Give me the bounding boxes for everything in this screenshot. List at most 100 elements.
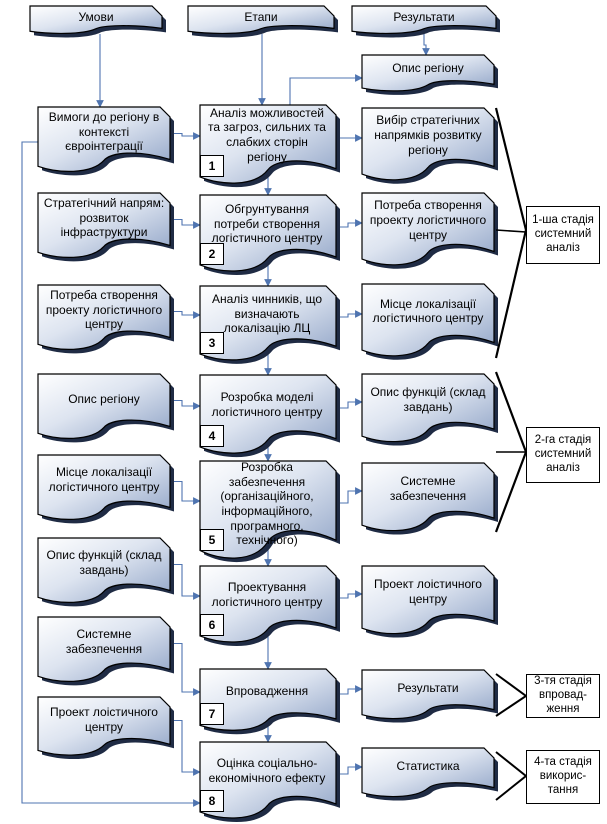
header-stages-shape	[187, 5, 335, 35]
condition-label: Проект лоістичного центру	[50, 704, 158, 734]
result-box-5-shape	[361, 462, 495, 532]
phase-label: 2-га стадія системний аналіз	[534, 434, 592, 474]
stage-box-4: Розробка моделі логістичного центру	[206, 377, 328, 433]
result-box-0-shape	[361, 54, 495, 92]
bracket-phase-1-mid	[495, 229, 527, 233]
stage-label: Розробка моделі логістичного центру	[211, 390, 323, 419]
stage-box-6: Проектування логістичного центру	[206, 568, 328, 622]
arrow-cond-stage-0	[170, 132, 201, 140]
phase-box-3: 3-тя стадія впровад-ження	[526, 674, 600, 718]
condition-box-2-shape	[37, 284, 171, 350]
stage-number-badge: 5	[200, 529, 224, 551]
stage-box-1-shape	[199, 194, 337, 272]
stage-box-3: Аналіз чинників, що визначають локалізац…	[206, 288, 328, 340]
stage-number-badge: 2	[200, 243, 224, 265]
result-box-results: Результати	[366, 670, 490, 707]
header-results: Результати	[356, 6, 492, 28]
phase-label: 4-та стадія викорис-тання	[534, 756, 592, 796]
stage-number-badge: 8	[200, 790, 224, 812]
condition-box-need-project: Потреба створення проекту логістичного ц…	[42, 285, 166, 335]
result-box-1-shape	[361, 107, 495, 181]
condition-box-strategic-direction: Стратегічний напрям: розвиток інфраструк…	[42, 193, 166, 243]
stage-number-badge: 3	[200, 332, 224, 354]
stage-box-2-shape	[199, 285, 337, 361]
header-conditions: Умови	[34, 6, 158, 28]
stage-label: Проектування логістичного центру	[211, 580, 323, 609]
bracket-phase-1	[494, 107, 528, 359]
phase-box-1: 1-ша стадія системний аналіз	[526, 206, 600, 264]
bracket-phase-3	[495, 673, 528, 717]
condition-box-region-description: Опис регіону	[42, 374, 166, 424]
arrow-stage-result-4	[336, 487, 363, 504]
stage-number-badge: 1	[200, 155, 224, 177]
stage-label: Аналіз чинників, що визначають локалізац…	[211, 292, 323, 336]
stage-label: Обгрунтування потреби створення логістич…	[211, 202, 323, 246]
result-label: Місце локалізації логістичного центру	[372, 296, 484, 326]
result-label: Вибір стратегічних напрямків розвитку ре…	[374, 113, 482, 157]
result-box-need-project: Потреба створення проекту логістичного ц…	[366, 193, 490, 247]
stage-box-0-shape	[199, 104, 337, 184]
feedback-loop	[21, 141, 201, 807]
result-box-2-shape	[361, 192, 495, 266]
arrow-cond-stage-7	[170, 719, 201, 776]
condition-box-0-shape	[37, 106, 171, 172]
result-box-statistics: Статистика	[366, 748, 490, 785]
condition-box-center-project: Проект лоістичного центру	[42, 697, 166, 742]
result-box-center-project: Проект лоістичного центру	[366, 566, 490, 617]
stage-box-5: Розробка забезпечення (організаційного, …	[206, 460, 328, 548]
result-box-8-shape	[361, 747, 495, 798]
condition-label: Вимоги до регіону в контексті євроінтегр…	[48, 110, 160, 154]
header-results-label: Результати	[393, 9, 455, 24]
result-box-location: Місце локалізації логістичного центру	[366, 284, 490, 338]
phase-box-2: 2-га стадія системний аналіз	[526, 427, 600, 483]
stage-box-6-shape	[199, 668, 337, 731]
condition-label: Потреба створення проекту логістичного ц…	[45, 288, 163, 332]
result-label: Потреба створення проекту логістичного ц…	[369, 198, 487, 242]
result-box-system-support: Системне забезпечення	[366, 463, 490, 514]
arrow-stage-result-7	[336, 763, 363, 775]
box-shapes	[29, 5, 500, 823]
arrow-cond-stage-2	[170, 310, 201, 319]
stage-label: Оцінка соціально-економічного ефекту	[208, 756, 326, 785]
stage-box-4-shape	[199, 460, 337, 559]
stage-box-7: Впровадження	[206, 671, 328, 711]
result-box-strategic-choice: Вибір стратегічних напрямків розвитку ре…	[366, 108, 490, 162]
stage-label: Впровадження	[225, 683, 309, 698]
result-label: Системне забезпечення	[389, 473, 467, 503]
stage-label: Аналіз можливостей та загроз, сильних та…	[208, 105, 326, 164]
result-box-6-shape	[361, 565, 495, 635]
header-conditions-label: Умови	[78, 9, 114, 24]
header-conditions-shape	[29, 5, 163, 35]
condition-box-1-shape	[37, 192, 171, 258]
arrow-cond-stage-5	[170, 563, 201, 600]
condition-box-system-support: Системне забезпечення	[42, 617, 166, 667]
bracket-phase-4	[495, 751, 528, 801]
stage-number-badge: 4	[200, 425, 224, 447]
result-box-functions: Опис функцій (склад завдань)	[366, 374, 490, 425]
result-label: Опис функцій (склад завдань)	[370, 384, 486, 414]
condition-box-7-shape	[37, 696, 171, 756]
condition-box-location: Місце локалізації логістичного центру	[42, 455, 166, 505]
stage-box-7-shape	[199, 741, 337, 819]
condition-label: Стратегічний напрям: розвиток інфраструк…	[43, 196, 165, 240]
header-results-shape	[351, 5, 497, 35]
arrow-cond-stage-4	[170, 480, 201, 505]
stage-number-badge: 7	[200, 703, 224, 725]
result-label: Результати	[397, 681, 459, 696]
condition-box-5-shape	[37, 537, 171, 603]
condition-box-eu-requirements: Вимоги до регіону в контексті євроінтегр…	[42, 107, 166, 157]
phase-label: 1-ша стадія системний аналіз	[532, 214, 594, 254]
arrow-stage1-region	[289, 74, 363, 105]
phase-label: 3-тя стадія впровад-ження	[534, 675, 592, 715]
arrow-header-results	[422, 34, 430, 56]
result-box-3-shape	[361, 283, 495, 357]
arrow-cond-stage-6	[170, 642, 201, 696]
stage-label: Розробка забезпечення (організаційного, …	[220, 460, 314, 548]
phase-box-4: 4-та стадія викорис-тання	[526, 750, 600, 804]
result-label: Опис регіону	[392, 61, 464, 76]
condition-label: Опис регіону	[68, 391, 140, 406]
arrow-stage-result-6	[336, 685, 363, 695]
result-box-4-shape	[361, 373, 495, 443]
